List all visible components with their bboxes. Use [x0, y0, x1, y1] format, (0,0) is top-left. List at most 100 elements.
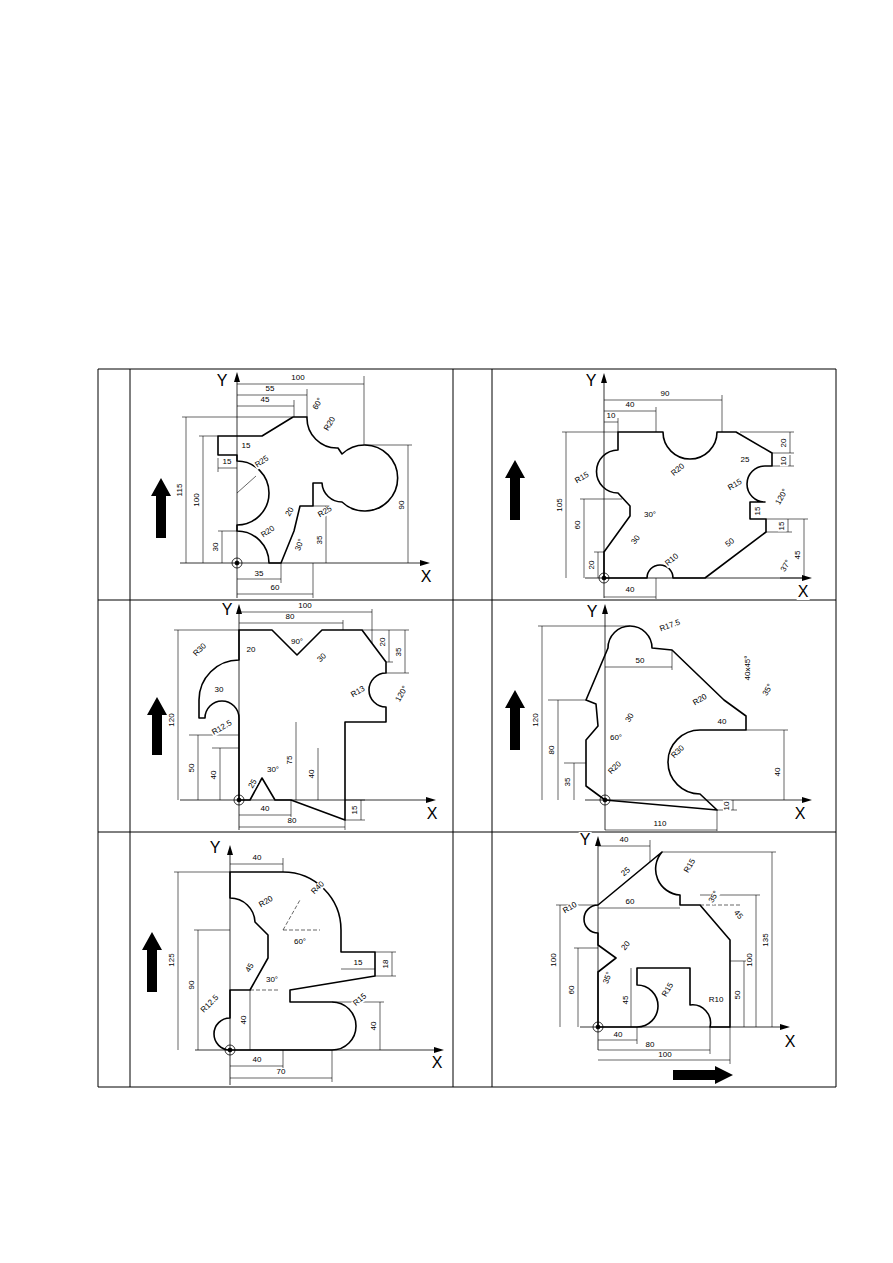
dimension-text: 10 — [606, 412, 617, 420]
origin-marker — [234, 795, 244, 805]
dimension-text: 45 — [244, 961, 256, 974]
dimension-text: 45 — [794, 550, 802, 561]
axis-arrowheads — [227, 372, 812, 1053]
dimension-text: R20 — [257, 894, 275, 909]
axis-arrowhead — [595, 836, 601, 846]
axis-arrowhead — [420, 560, 430, 566]
axis-letter: Y — [221, 602, 234, 618]
dimension-text: R20 — [259, 524, 277, 540]
dimension-text: 15 — [778, 521, 786, 532]
dimension-text: 90° — [290, 638, 304, 646]
dimension-text: 70 — [276, 1068, 287, 1076]
dimension-text: R20 — [691, 692, 709, 707]
dimension-text: 60 — [270, 584, 281, 592]
dimension-text: 50 — [635, 657, 646, 665]
dimension-text: 40 — [625, 401, 636, 409]
axis-line — [180, 610, 430, 830]
dimension-text: 120° — [774, 487, 790, 507]
dimension-text: R15 — [682, 857, 697, 875]
axis-line — [585, 610, 806, 830]
table-grid — [98, 369, 836, 1087]
dimension-text: R25 — [316, 504, 334, 519]
dimension-text: 80 — [548, 745, 556, 756]
axis-letter: X — [784, 1034, 797, 1050]
dimension-text: R40 — [309, 879, 326, 896]
dimension-text: 40 — [774, 767, 782, 778]
dimension-text: 30° — [265, 976, 279, 984]
axis-arrowhead — [601, 373, 607, 383]
origin-marker — [237, 798, 241, 802]
dimension-text: 60 — [568, 985, 576, 996]
dimension-text: R12.5 — [199, 993, 221, 1015]
dimension-text: R17.5 — [658, 618, 683, 634]
dimension-line — [562, 395, 808, 599]
dimension-text: R13 — [349, 684, 367, 699]
dimension-text: 40 — [308, 769, 316, 780]
dimension-text: R15 — [573, 470, 591, 485]
dimension-text: 25 — [247, 777, 259, 790]
dimension-text: 30 — [214, 686, 225, 694]
dimension-text: R15 — [660, 981, 675, 999]
dimension-text: R20 — [606, 759, 623, 776]
axis-line — [195, 851, 438, 1085]
dimension-text: 35° — [761, 682, 775, 698]
axis-arrowhead — [234, 372, 240, 382]
dimension-lines — [174, 376, 808, 1082]
dimension-text: 40 — [240, 1015, 248, 1026]
dimension-text: 90 — [398, 500, 406, 511]
dimension-text: 100 — [290, 374, 305, 382]
origin-marker — [602, 576, 606, 580]
dimension-text: 80 — [645, 1041, 656, 1049]
dimension-text: 35 — [316, 535, 324, 546]
dimension-text: R30 — [191, 641, 208, 658]
dimension-text: 120° — [394, 684, 410, 704]
dimension-text: 60° — [311, 396, 325, 412]
dimension-text: 10 — [723, 801, 731, 812]
axis-arrowhead — [236, 604, 242, 614]
dimension-text: 90 — [188, 980, 196, 991]
axis-arrowhead — [426, 797, 436, 803]
axis-letter: X — [420, 569, 433, 585]
axis-arrowhead — [602, 604, 608, 614]
dimension-text: 135 — [762, 932, 770, 947]
axis-letter: X — [797, 584, 810, 600]
direction-arrow — [505, 460, 525, 520]
origin-markers — [225, 558, 610, 1055]
dimension-text: 40 — [717, 718, 728, 726]
dimension-text: 40x45° — [744, 655, 752, 682]
axis-letter: Y — [585, 373, 598, 389]
part-profile — [214, 872, 375, 1050]
direction-arrow — [142, 932, 162, 992]
dimension-text: 60° — [609, 734, 623, 742]
dimension-text: 125 — [168, 952, 176, 967]
dimension-text: 30 — [315, 651, 328, 664]
dimension-text: R15 — [726, 477, 744, 492]
dimension-text: 35° — [707, 889, 721, 905]
dimension-text: 40 — [252, 854, 263, 862]
dimension-text: 15 — [222, 458, 233, 466]
part-profile — [586, 626, 746, 810]
dimension-text: 110 — [653, 820, 668, 828]
axes — [180, 378, 806, 1085]
origin-marker — [228, 1048, 232, 1052]
dimension-text: R10 — [663, 552, 681, 569]
axis-letter: X — [431, 1055, 444, 1071]
dimension-text: 10 — [780, 456, 788, 467]
origin-marker — [232, 558, 242, 568]
dimension-text: 15 — [754, 506, 762, 517]
dimension-text: 40 — [613, 1031, 624, 1039]
dimension-text: 80 — [287, 817, 298, 825]
dimension-text: 55 — [265, 385, 276, 393]
axis-letter: Y — [216, 373, 229, 389]
dimension-text: 90 — [660, 390, 671, 398]
origin-marker — [593, 1022, 603, 1032]
dimension-text: 40 — [260, 805, 271, 813]
dimension-line — [556, 840, 776, 1064]
part-profile — [199, 630, 386, 820]
dimension-text: 30° — [294, 537, 306, 553]
dimension-text: 30° — [266, 766, 280, 774]
dimension-text: 105 — [556, 497, 564, 512]
dimension-text: 20 — [619, 939, 632, 952]
dimension-text: 100 — [746, 952, 754, 967]
part-profile — [218, 417, 398, 563]
